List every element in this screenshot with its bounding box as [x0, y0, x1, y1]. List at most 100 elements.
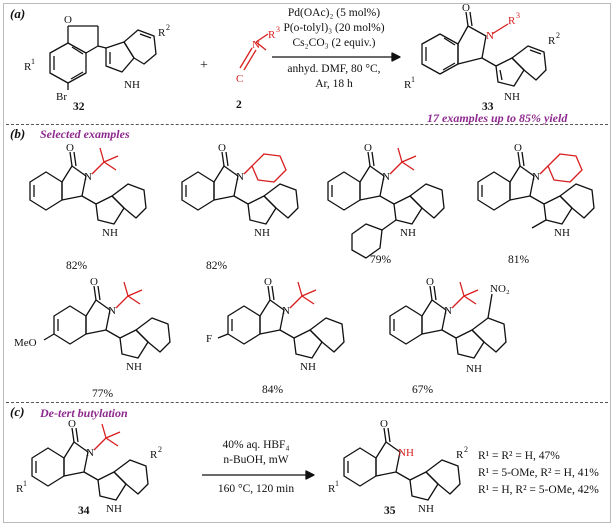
svg-text:2: 2 [464, 445, 468, 454]
example-3-structure: O N NH [327, 142, 445, 259]
atmosphere-text: Ar, 18 h [315, 78, 353, 90]
svg-text:1: 1 [411, 75, 415, 84]
svg-text:NH: NH [504, 91, 520, 103]
svg-text:NH: NH [126, 361, 142, 373]
structure-35: O NH R 2 NH R 1 [328, 418, 468, 515]
svg-text:N: N [108, 305, 116, 317]
svg-text:C: C [236, 73, 243, 85]
svg-text:R: R [404, 79, 412, 91]
svg-text:3: 3 [276, 25, 280, 34]
svg-text:O: O [364, 142, 372, 154]
svg-text:N: N [444, 305, 452, 317]
acid-text: 40% aq. HBF₄ [222, 439, 290, 451]
temperature-c-text: 160 °C, 120 min [217, 483, 295, 495]
panel-c-label: (c) [10, 404, 25, 419]
base-text: Cs₂CO₃ (2 equiv.) [292, 37, 376, 49]
svg-text:N: N [236, 171, 244, 183]
svg-text:N: N [252, 39, 260, 51]
svg-text:NH: NH [300, 361, 316, 373]
svg-text:MeO: MeO [14, 337, 37, 349]
svg-text:N: N [382, 171, 390, 183]
svg-text:2: 2 [556, 31, 560, 40]
compound-35-label: 35 [384, 505, 396, 517]
yield-example-6: 84% [262, 384, 284, 396]
svg-text:R: R [24, 61, 32, 73]
svg-text:2: 2 [166, 23, 170, 32]
yield-example-2: 82% [206, 260, 228, 272]
scope-summary: 17 examples up to 85% yield [427, 111, 568, 125]
svg-text:1: 1 [23, 479, 27, 488]
divider-a-b [6, 124, 608, 125]
svg-text:O: O [426, 276, 434, 288]
result-row-2: R¹ = 5-OMe, R² = H, 41% [478, 467, 599, 479]
svg-text:NH: NH [466, 363, 482, 375]
panel-a-label: (a) [10, 6, 26, 21]
structure-34: O N R 2 NH R 1 [16, 418, 162, 515]
svg-text:N: N [282, 305, 290, 317]
svg-text:1: 1 [335, 479, 339, 488]
svg-text:3: 3 [516, 11, 520, 20]
svg-text:R: R [548, 35, 556, 47]
example-6-structure: F O N NH [206, 276, 345, 373]
svg-text:1: 1 [31, 57, 35, 66]
svg-text:R: R [456, 449, 464, 461]
svg-text:O: O [90, 276, 98, 288]
svg-text:NO₂: NO₂ [490, 283, 510, 295]
svg-text:N: N [86, 447, 94, 459]
svg-text:R: R [508, 15, 516, 27]
svg-text:Br: Br [56, 91, 67, 103]
svg-text:NH: NH [400, 227, 416, 239]
figure-frame [3, 3, 611, 523]
panel-b-label: (b) [10, 126, 26, 141]
svg-text:O: O [514, 142, 522, 154]
example-7-structure: O N NO₂ NH [389, 276, 510, 375]
example-2-structure: O N NH [181, 142, 299, 239]
structure-32: O Br R 1 R 2 NH [24, 14, 170, 103]
svg-text:O: O [380, 418, 388, 430]
panel-b-heading: Selected examples [40, 127, 130, 141]
svg-text:N: N [532, 171, 540, 183]
conditions-a-solvent: anhyd. DMF, 80 °C, Ar, 18 h [262, 62, 406, 92]
reaction-arrow-a [272, 52, 401, 62]
panel-c-heading: De-tert butylation [40, 406, 128, 420]
reaction-arrow-c [202, 470, 315, 480]
svg-text:NH: NH [124, 79, 140, 91]
yield-example-7: 67% [412, 384, 434, 396]
compound-34-label: 34 [78, 505, 90, 517]
svg-text:N: N [84, 171, 92, 183]
svg-text:R: R [150, 449, 158, 461]
svg-text:2: 2 [158, 445, 162, 454]
svg-text:F: F [206, 333, 212, 345]
svg-text:NH: NH [102, 227, 118, 239]
svg-text:O: O [218, 142, 226, 154]
compound-2-label: 2 [236, 99, 242, 111]
example-5-structure: MeO O N NH [14, 276, 171, 373]
yield-example-1: 82% [66, 260, 88, 272]
catalyst-text: Pd(OAc)₂ (5 mol%) [287, 7, 381, 19]
svg-text:NH: NH [106, 503, 122, 515]
conditions-c: 40% aq. HBF₄ n-BuOH, mW [196, 438, 316, 468]
yield-example-5: 77% [92, 388, 114, 400]
yield-example-4: 81% [508, 254, 530, 266]
results-list: R¹ = R² = H, 47% R¹ = 5-OMe, R² = H, 41%… [478, 448, 599, 499]
compound-33-label: 33 [482, 101, 494, 113]
result-row-1: R¹ = R² = H, 47% [478, 450, 560, 462]
example-4-structure: O N NH [477, 142, 595, 239]
solvent-text: anhyd. DMF, 80 °C, [287, 63, 381, 75]
conditions-a: Pd(OAc)₂ (5 mol%) P(o-tolyl)₃ (20 mol%) … [262, 6, 406, 51]
svg-text:R: R [328, 483, 336, 495]
structure-isocyanide-2: N C R 3 [236, 25, 280, 85]
divider-b-c [6, 402, 608, 403]
plus-sign: + [200, 58, 208, 73]
svg-text:NH: NH [398, 447, 414, 459]
svg-text:O: O [68, 418, 76, 430]
solvent-c-text: n-BuOH, mW [223, 454, 289, 466]
compound-32-label: 32 [73, 101, 85, 113]
svg-text:NH: NH [554, 227, 570, 239]
result-row-3: R¹ = H, R² = 5-OMe, 42% [478, 484, 599, 496]
yield-example-3: 79% [370, 254, 392, 266]
example-1-structure: O N NH [29, 142, 147, 239]
svg-text:O: O [66, 142, 74, 154]
structure-33: O N R 3 R 2 NH R 1 [404, 2, 560, 103]
